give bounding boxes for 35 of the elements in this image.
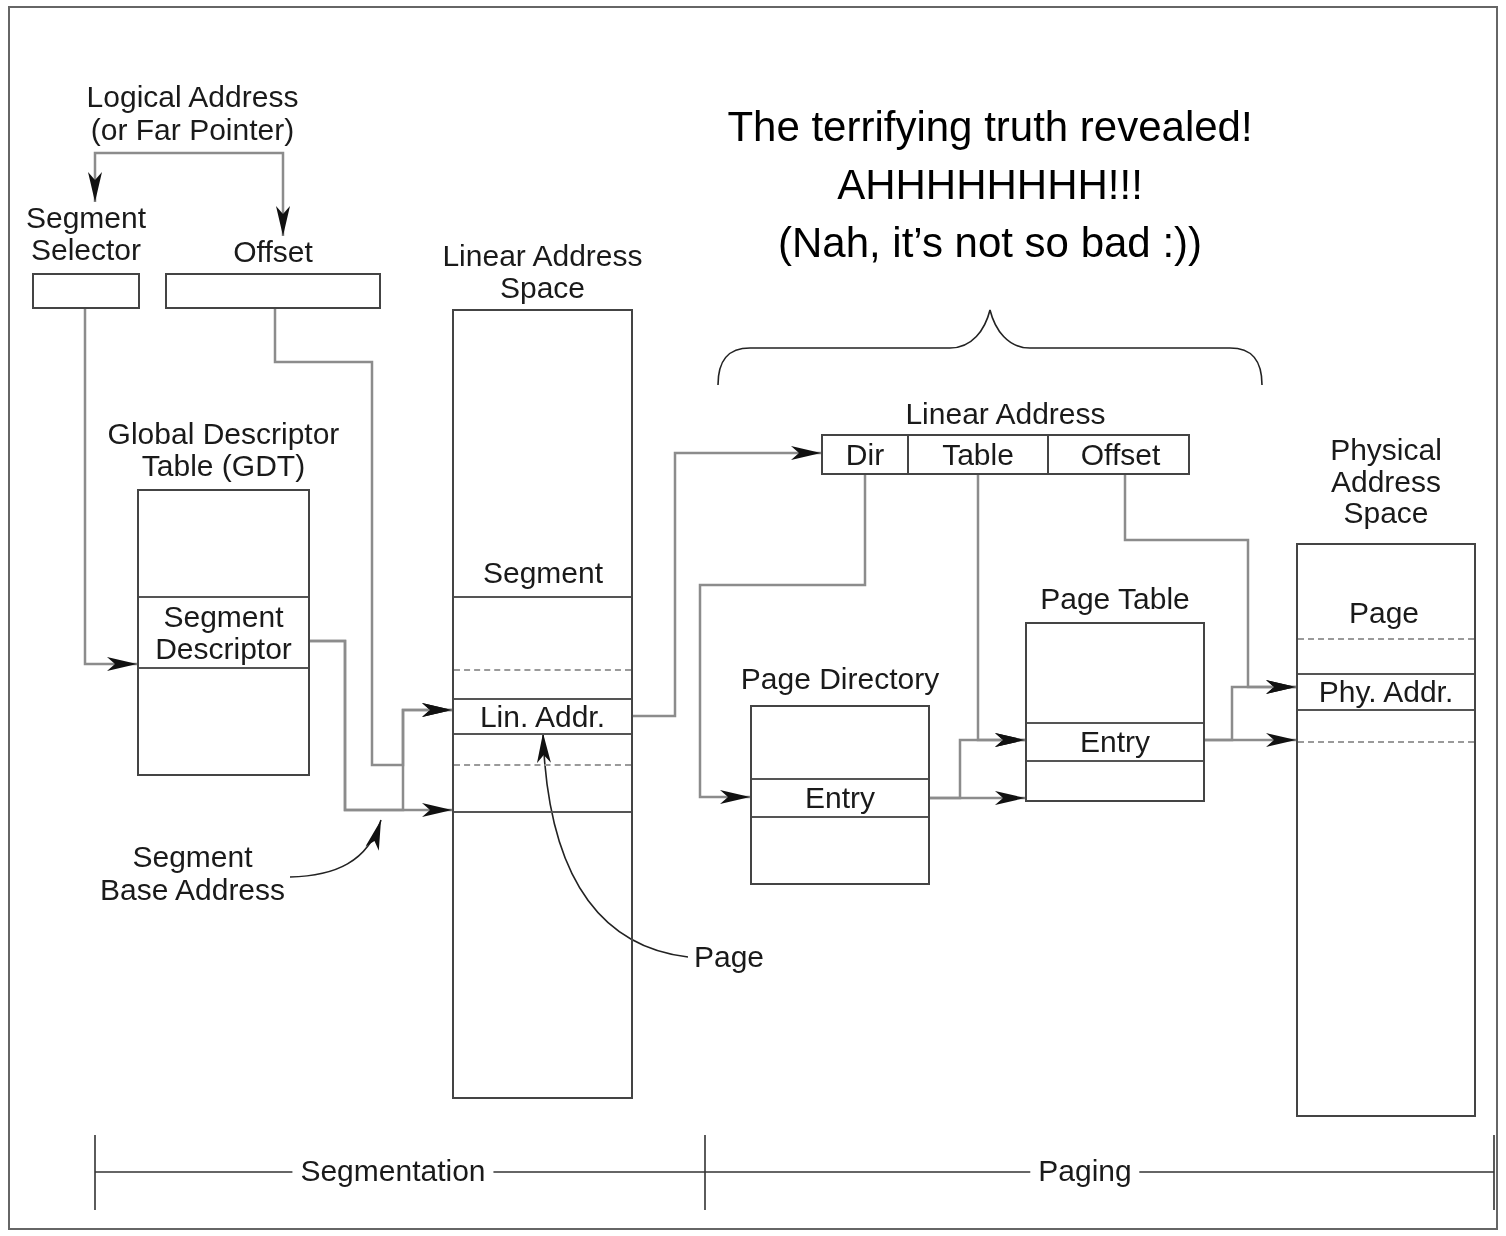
- connector-arrow: [930, 791, 1025, 805]
- box-heading: Physical Address Space: [1329, 434, 1443, 529]
- comment-text: AHHHHHHHH!!!: [837, 162, 1143, 209]
- region-label: Segment: [482, 556, 604, 589]
- connector-arrow: [83, 309, 137, 671]
- connector-arrow: [273, 309, 452, 767]
- box-heading: Global Descriptor Table (GDT): [106, 418, 341, 481]
- leader-line: [537, 732, 689, 958]
- bit-field: Table: [909, 436, 1049, 473]
- box-heading: Segment Selector: [24, 202, 148, 265]
- box-heading: Offset: [232, 236, 314, 268]
- connector-arrow: [1205, 733, 1296, 747]
- address-entry: Lin. Addr.: [454, 698, 631, 735]
- address-entry: Phy. Addr.: [1298, 673, 1474, 711]
- address-caption: Logical Address (or Far Pointer): [75, 80, 310, 153]
- leader-line: [289, 819, 382, 878]
- annotation-text: Page: [688, 940, 770, 975]
- box-heading: Page Table: [1039, 583, 1191, 615]
- connector-arrow: [88, 151, 193, 202]
- table-entry: Segment Descriptor: [139, 596, 308, 669]
- bit-field: Offset: [1049, 436, 1192, 473]
- box-heading: Linear Address: [904, 398, 1107, 430]
- box-heading: Page Directory: [739, 663, 941, 695]
- connector-arrow: [633, 446, 821, 718]
- comment-text: The terrifying truth revealed!: [727, 104, 1253, 151]
- box-heading: Linear Address Space: [441, 240, 644, 303]
- connector-arrow: [976, 475, 1025, 747]
- connector-arrow: [193, 151, 290, 236]
- bit-field: Dir: [823, 436, 909, 473]
- comment-text: (Nah, it’s not so bad :)): [777, 220, 1203, 267]
- table-entry: Entry: [1027, 722, 1203, 762]
- annotation-text: Segment Base Address: [95, 840, 290, 910]
- table-entry: Entry: [752, 778, 928, 818]
- region-label: Page: [1348, 596, 1420, 629]
- connector-arrow: [698, 475, 867, 804]
